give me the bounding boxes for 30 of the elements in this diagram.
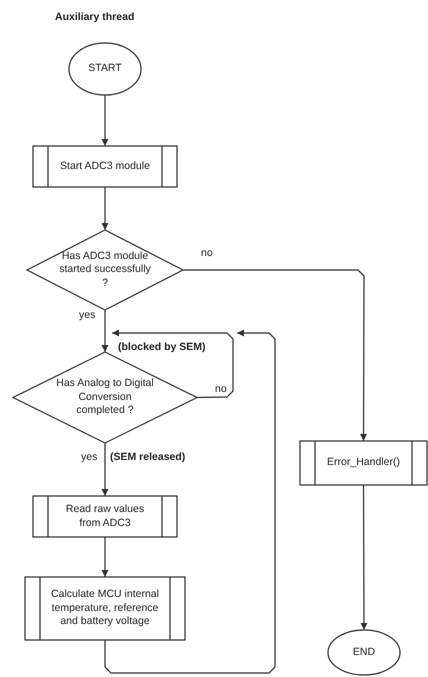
subroutine-box <box>25 577 185 640</box>
arrow <box>112 330 234 398</box>
arrow <box>102 537 108 577</box>
status-note: (SEM released) <box>110 451 186 464</box>
subroutine-box <box>33 146 177 187</box>
arrow <box>102 95 108 146</box>
node-label: Calculate MCU internal temperature, reference and battery voltage <box>50 588 160 629</box>
node-label: Has Analog to Digital Conversion completed ? <box>55 377 155 418</box>
arrow <box>102 310 108 352</box>
status-note: (blocked by SEM) <box>118 341 206 354</box>
node-label: Read raw values from ADC3 <box>64 502 146 530</box>
node-label: Has ADC3 module started successfully ? <box>58 250 152 290</box>
subroutine-box <box>300 441 427 485</box>
edge-label: yes <box>80 451 98 464</box>
terminal-ellipse <box>69 43 141 95</box>
node-label: Error_Handler() <box>327 456 400 470</box>
node-label: END <box>352 646 376 660</box>
node-label: Start ADC3 module <box>60 160 150 174</box>
decision-diamond <box>13 352 197 443</box>
subroutine-box <box>33 496 177 537</box>
arrow <box>102 443 108 496</box>
arrow <box>183 269 368 441</box>
arrow <box>104 330 276 674</box>
decision-diamond <box>27 230 183 310</box>
node-label: START <box>88 62 122 76</box>
terminal-ellipse <box>328 630 400 675</box>
diagram-title: Auxiliary thread <box>55 11 134 23</box>
arrow <box>102 187 108 230</box>
arrow <box>360 485 368 630</box>
edge-label: yes <box>78 309 96 322</box>
